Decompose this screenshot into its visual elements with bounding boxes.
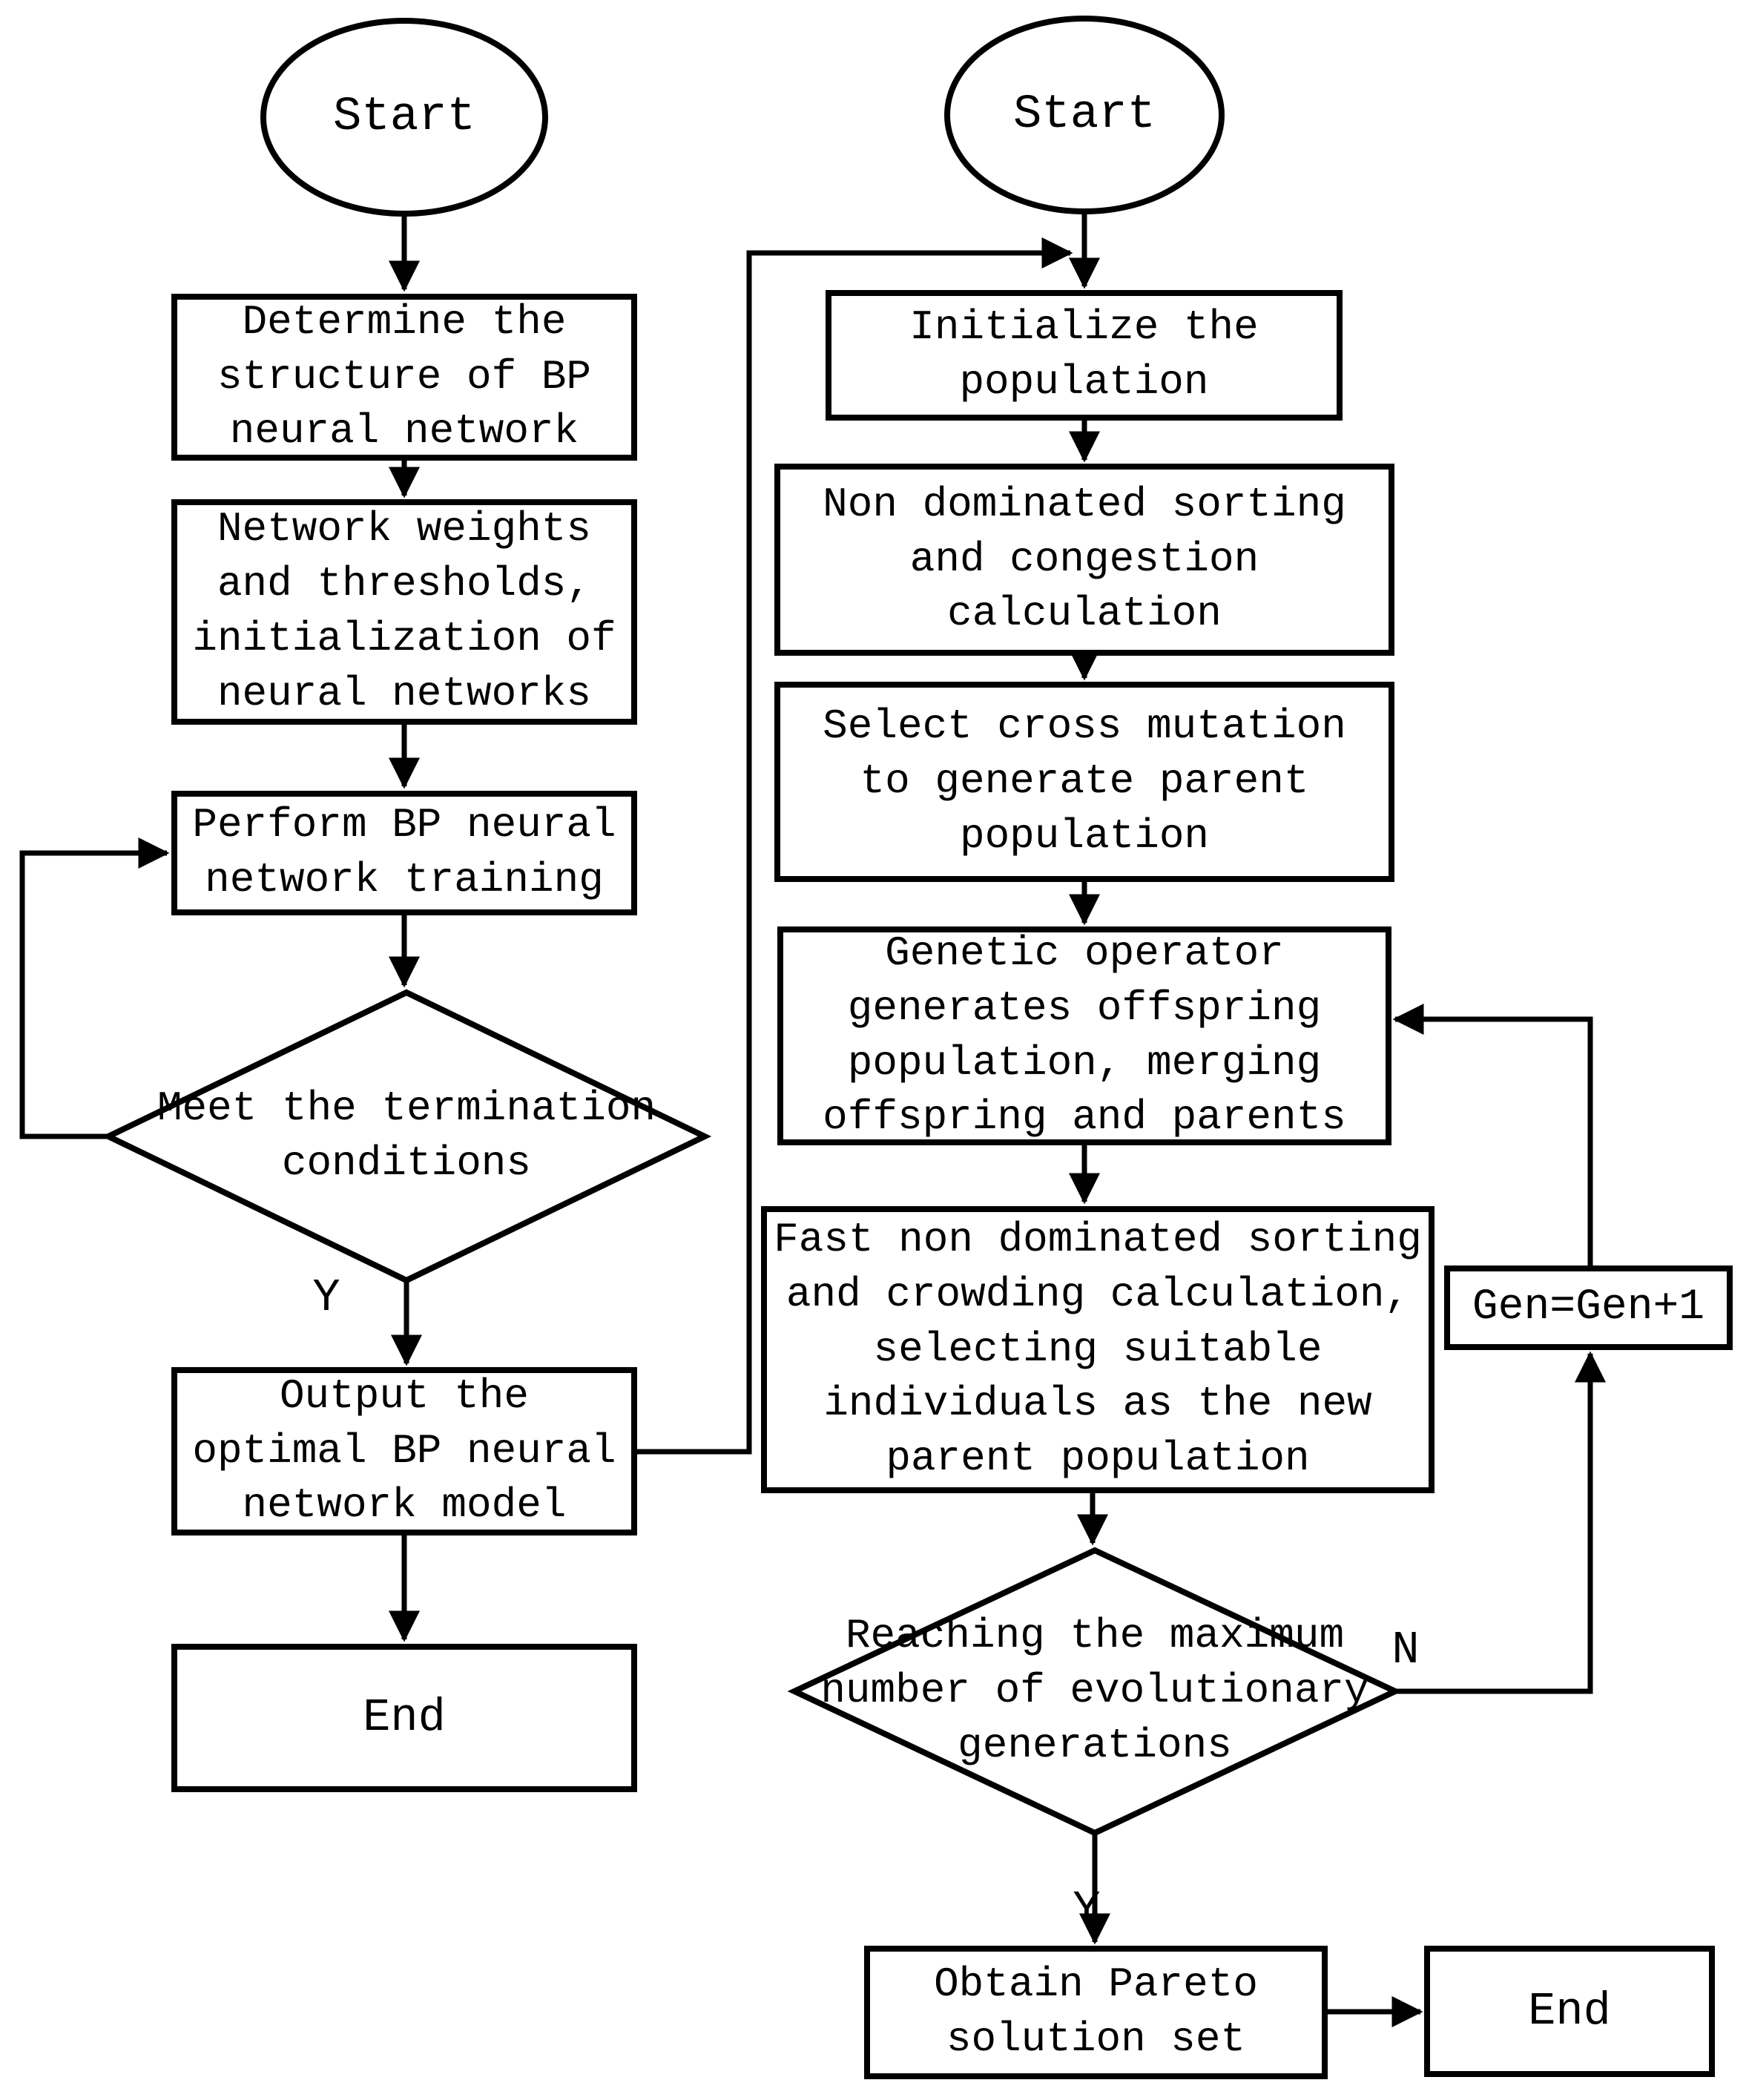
gen-increment-box bbox=[1444, 1265, 1733, 1350]
edge-termination-no-loop bbox=[19, 837, 170, 1139]
init-population-box bbox=[826, 290, 1343, 421]
max-generations-decision-diamond bbox=[787, 1547, 1403, 1837]
output-model-box bbox=[171, 1367, 637, 1535]
perform-training-box bbox=[171, 791, 637, 915]
obtain-pareto-box bbox=[864, 1946, 1328, 2079]
genetic-operator-box bbox=[777, 926, 1391, 1145]
select-cross-mutation-box bbox=[774, 682, 1394, 882]
edge-gen-increment-to-genetic bbox=[1392, 1004, 1593, 1268]
fast-sorting-box bbox=[761, 1206, 1435, 1493]
left-end-box bbox=[171, 1644, 637, 1792]
edge-output-to-right-column bbox=[634, 237, 1073, 1455]
edge-max-gen-no-to-gen-increment bbox=[1395, 1351, 1606, 1694]
determine-structure-box bbox=[171, 294, 637, 461]
right-start-terminator bbox=[944, 16, 1225, 214]
init-weights-box bbox=[171, 499, 637, 725]
left-start-terminator bbox=[260, 18, 548, 217]
non-dominated-sorting-box bbox=[774, 464, 1394, 656]
termination-decision-diamond bbox=[101, 989, 712, 1284]
right-end-box bbox=[1424, 1946, 1715, 2077]
